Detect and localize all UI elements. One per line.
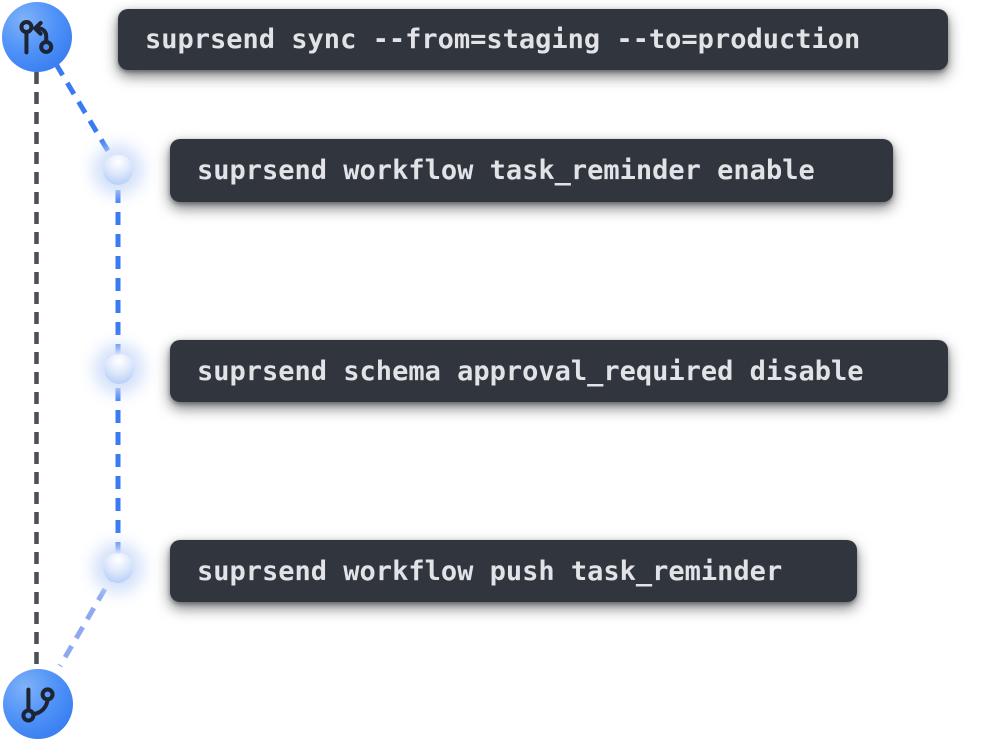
timeline-node bbox=[103, 553, 133, 583]
command-box: suprsend sync --from=staging --to=produc… bbox=[118, 9, 948, 70]
timeline-node bbox=[103, 155, 133, 185]
command-text: suprsend workflow task_reminder enable bbox=[197, 155, 815, 186]
command-text: suprsend workflow push task_reminder bbox=[197, 555, 783, 587]
command-box: suprsend workflow push task_reminder bbox=[170, 540, 857, 602]
command-box: suprsend schema approval_required disabl… bbox=[170, 340, 948, 402]
blue-dashed-line-top bbox=[53, 62, 120, 168]
command-text: suprsend sync --from=staging --to=produc… bbox=[145, 24, 861, 55]
blue-dashed-line-bottom bbox=[57, 568, 119, 668]
git-branch-icon bbox=[21, 687, 55, 723]
timeline-node bbox=[104, 354, 134, 384]
command-box: suprsend workflow task_reminder enable bbox=[170, 139, 893, 202]
timeline-end-endpoint bbox=[3, 669, 73, 739]
timeline-start-endpoint bbox=[2, 2, 72, 72]
command-text: suprsend schema approval_required disabl… bbox=[197, 355, 864, 387]
git-compare-arrows-icon bbox=[19, 20, 54, 55]
